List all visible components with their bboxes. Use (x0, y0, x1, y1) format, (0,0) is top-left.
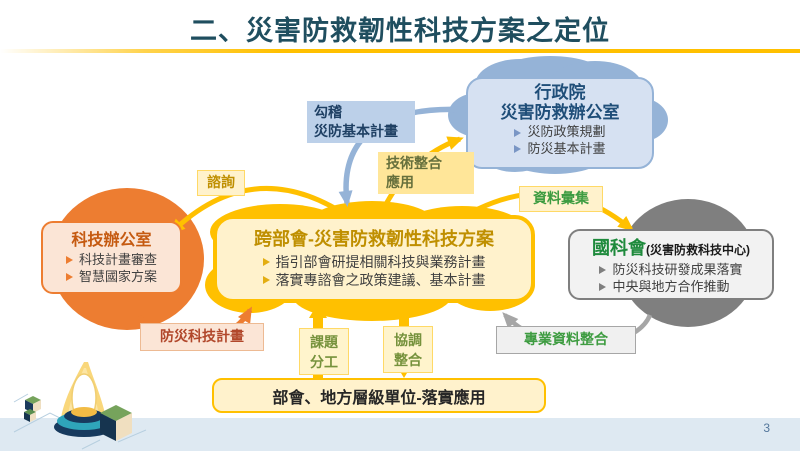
title-underline (0, 49, 800, 53)
bullet-arrow-icon (514, 145, 522, 154)
cabinet-bullet: 災防政策規劃 (514, 124, 606, 141)
nstc-suffix: (災害防救科技中心) (646, 243, 750, 257)
page-title: 二、災害防救韌性科技方案之定位 (190, 16, 610, 46)
node-program: 跨部會-災害防救韌性科技方案 指引部會研提相關科技與業務計畫 落實專諮會之政策建… (213, 215, 535, 303)
bullet-arrow-icon (599, 266, 607, 275)
node-ministries: 部會、地方層級單位-落實應用 (212, 378, 546, 413)
label-tech-integration: 技術整合 應用 (378, 152, 474, 194)
nstc-title: 國科會(災害防救科技中心) (570, 234, 772, 260)
nstc-name: 國科會 (592, 238, 646, 258)
label-professional-data-integration: 專業資料整合 (496, 326, 636, 354)
tech-office-bullet: 科技計畫審查 (65, 252, 157, 269)
program-title: 跨部會-災害防救韌性科技方案 (254, 229, 494, 249)
nstc-bullet: 防災科技研發成果落實 (599, 262, 743, 279)
bullet-arrow-icon (262, 276, 270, 285)
tech-office-title: 科技辦公室 (71, 232, 152, 249)
cabinet-title-line2: 災害防救辦公室 (500, 102, 620, 122)
bullet-arrow-icon (65, 256, 73, 265)
node-nstc: 國科會(災害防救科技中心) 防災科技研發成果落實 中央與地方合作推動 (568, 229, 774, 300)
nstc-bullet: 中央與地方合作推動 (599, 279, 742, 296)
label-data-collection: 資料彙集 (519, 186, 603, 212)
footer-band (0, 418, 800, 451)
label-check-plan: 勾稽 災防基本計畫 (307, 101, 415, 143)
node-tech-office: 科技辦公室 科技計畫審查 智慧國家方案 (41, 221, 182, 294)
arrow-consult (169, 185, 354, 235)
bullet-arrow-icon (514, 128, 522, 137)
node-cabinet-office: 行政院 災害防救辦公室 災防政策規劃 防災基本計畫 (466, 77, 654, 169)
bullet-arrow-icon (599, 283, 607, 292)
cabinet-title-line1: 行政院 (534, 83, 586, 102)
bullet-arrow-icon (262, 258, 270, 267)
cabinet-bullet: 防災基本計畫 (514, 141, 606, 158)
label-topic-division: 課題 分工 (299, 328, 349, 375)
tech-office-bullet: 智慧國家方案 (65, 269, 157, 286)
program-bullet: 指引部會研提相關科技與業務計畫 (262, 253, 486, 271)
label-consult: 諮詢 (197, 170, 245, 196)
page-number: 3 (763, 421, 770, 435)
label-coordination: 協調 整合 (383, 326, 433, 373)
lightbulb-illustration (13, 362, 147, 450)
ministries-title: 部會、地方層級單位-落實應用 (272, 389, 486, 407)
bullet-arrow-icon (65, 273, 73, 282)
program-bullet: 落實專諮會之政策建議、基本計畫 (262, 271, 486, 289)
label-disaster-tech-plan: 防災科技計畫 (140, 323, 264, 351)
